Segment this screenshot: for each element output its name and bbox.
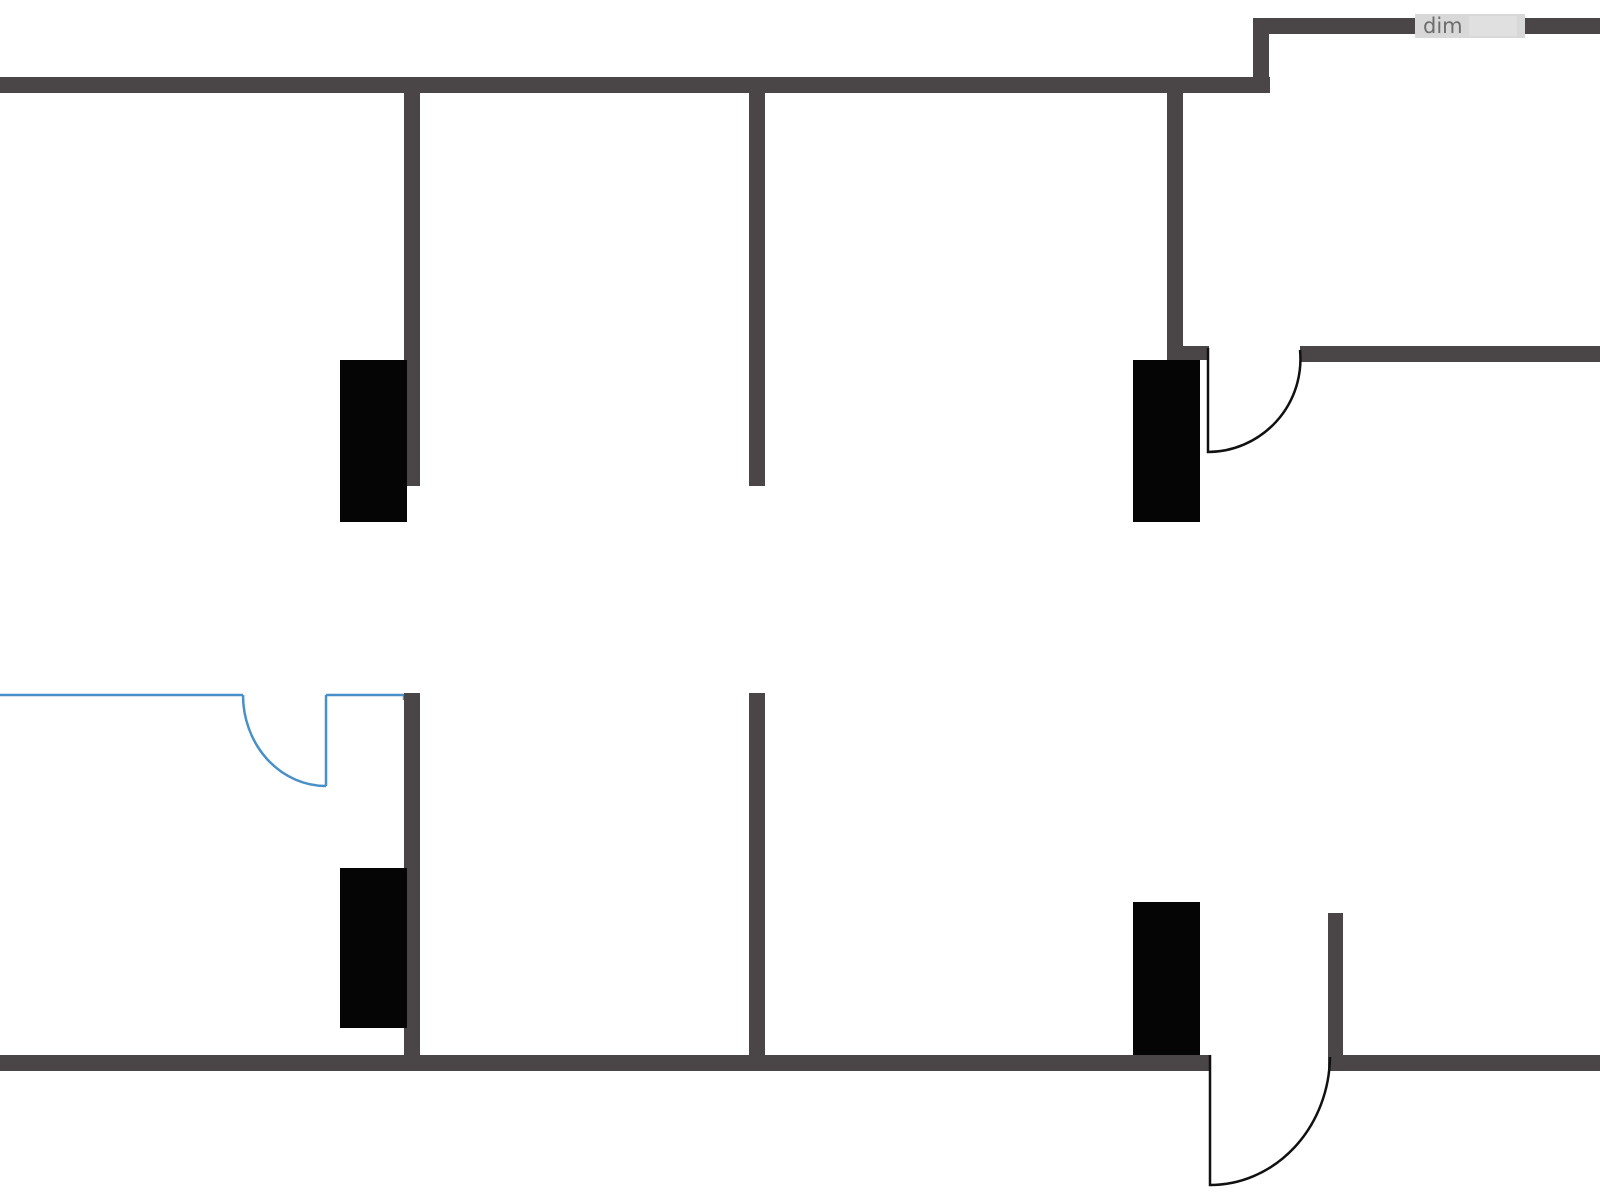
lower-wall-1 (404, 693, 420, 1059)
cabinet-lower-right (1133, 902, 1200, 1062)
lower-wall-2 (749, 693, 765, 1059)
lower-wall-3 (1328, 913, 1343, 1059)
watermark: dim (1415, 14, 1525, 38)
upper-wall-1 (404, 93, 420, 486)
cabinet-upper-right (1133, 360, 1200, 522)
bottom-wall-right (1328, 1055, 1600, 1071)
lower-left-partition (0, 693, 406, 788)
right-room-bottom-wall-right (1300, 346, 1600, 362)
logo-mark-icon (1468, 16, 1517, 36)
upper-right-door-swing (1206, 348, 1302, 454)
right-room-bottom-wall-left (1167, 346, 1209, 360)
top-wall-step-vertical (1253, 18, 1269, 93)
bottom-door-swing (1208, 1055, 1332, 1187)
cabinet-upper-left (340, 360, 407, 522)
upper-wall-3 (1167, 93, 1183, 358)
top-wall (0, 77, 1270, 93)
watermark-text: dim (1423, 14, 1463, 38)
bottom-wall-left (0, 1055, 1210, 1071)
cabinet-lower-left (340, 868, 407, 1028)
upper-wall-2 (749, 93, 765, 486)
